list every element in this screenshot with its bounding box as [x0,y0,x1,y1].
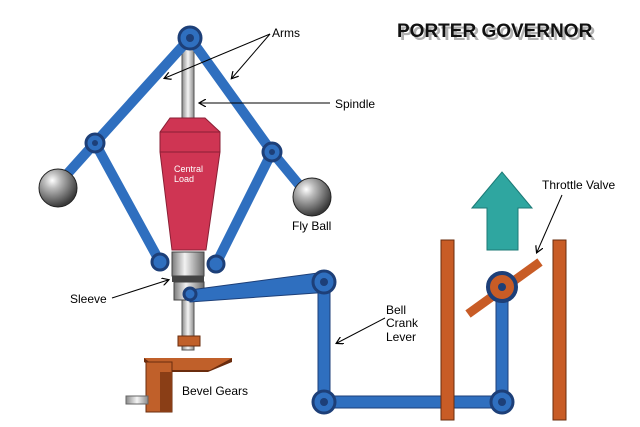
sleeve-upper [171,251,205,277]
right-elbow-pin [269,149,275,155]
throttle-valve-leader [537,194,563,252]
pipe-wall-left [440,239,455,421]
arms-label: Arms [272,26,300,40]
fly-ball-left [38,168,78,208]
top-pivot-pin [186,34,194,42]
sleeve-left-pivot [150,252,170,272]
joints [84,25,515,415]
bell-crank-pivot-pin [320,278,328,286]
arms-leader-2 [232,33,271,78]
bell-crank-horizontal-link [323,395,505,409]
arms-leader-1 [165,33,271,78]
central-load-label-1: Central [174,164,203,174]
sleeve-leader [111,280,168,299]
spindle-label: Spindle [335,97,375,111]
sleeve-lever-pivot [182,286,198,302]
spindle-shaft [181,39,195,131]
sleeve-right-pivot [206,254,226,274]
bevel-gear-shade [160,372,172,412]
sleeve-band [172,276,204,282]
fly-ball-right [292,177,332,217]
bell-crank-label-3: Lever [386,330,416,344]
drive-shaft [125,395,149,405]
lower-arm-left [90,138,165,267]
central-load-label-2: Load [174,174,194,184]
fly-ball-label: Fly Ball [292,219,331,233]
bell-crank-vertical [317,281,331,403]
bell-crank-label-1: Bell [386,303,406,317]
upper-arm-right [185,33,277,157]
bell-crank-leader [337,317,386,343]
throttle-valve-pin [498,283,506,291]
bevel-gears-label: Bevel Gears [182,384,248,398]
lever-corner-pin [320,398,328,406]
throttle-rod [495,286,509,403]
bell-crank-label-2: Crank [386,316,419,330]
sleeve-label: Sleeve [70,292,107,306]
bell-crank-upper-arm [189,271,331,303]
left-elbow-pin [92,140,98,146]
lower-arm-right [211,147,277,269]
spindle-collar [177,335,201,347]
throttle-rod-pin [498,398,506,406]
throttle-valve-label: Throttle Valve [542,178,615,192]
upper-arm-left [90,33,195,148]
title-shadow: PORTER GOVERNOR [400,24,596,45]
pipe-wall-right [552,239,567,421]
page-title: PORTER GOVERNOR [397,21,593,42]
central-load [159,117,221,251]
flow-arrow-icon [470,171,534,251]
